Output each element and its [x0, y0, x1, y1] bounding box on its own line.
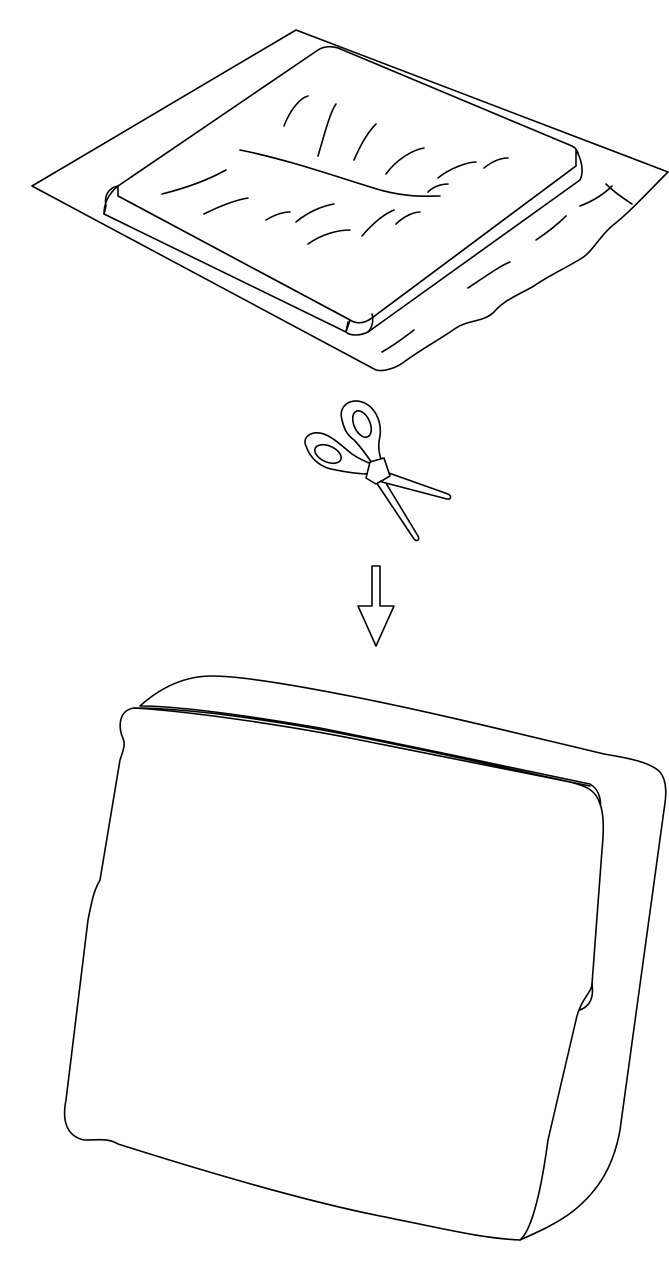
wrap-wrinkle-4	[468, 262, 510, 288]
vacuum-sealed-cushion-icon	[32, 30, 668, 371]
cushion-front-face	[65, 708, 604, 1240]
wrap-wrinkle-2	[580, 186, 612, 206]
arrow-down-outline	[358, 566, 394, 646]
scissors-icon	[305, 401, 451, 540]
cushion-top-face	[114, 47, 579, 323]
wrap-wrinkle-3	[536, 216, 566, 240]
expanded-cushion-icon	[65, 676, 666, 1240]
wrap-wrinkle-5	[382, 330, 414, 352]
arrow-down-icon	[358, 566, 394, 646]
